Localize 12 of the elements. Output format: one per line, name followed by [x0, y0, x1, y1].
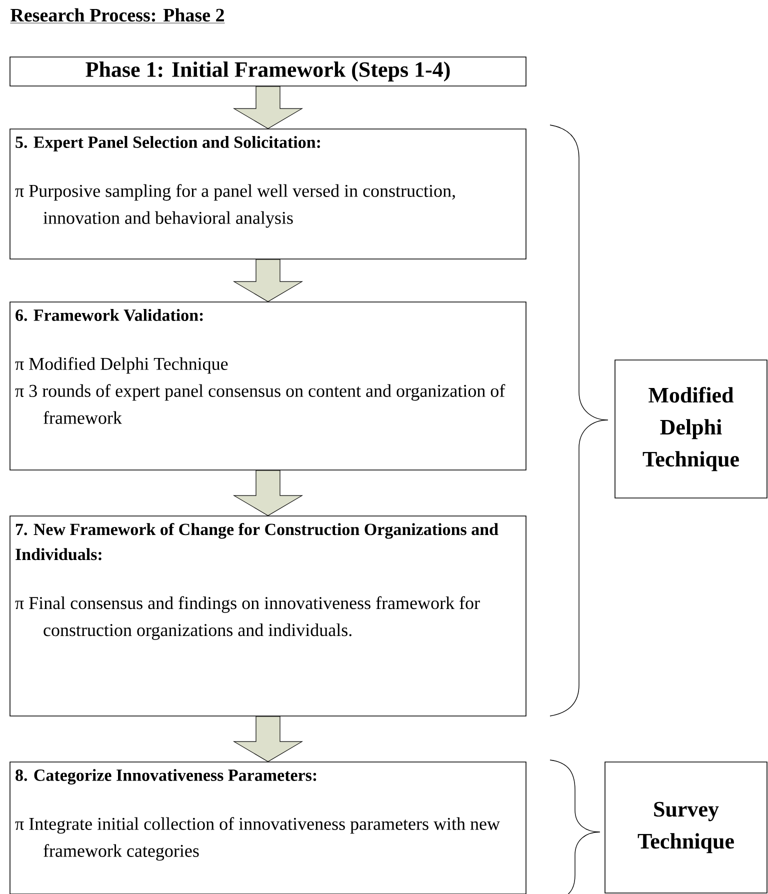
block-arrow: [232, 86, 304, 129]
title: Research Process: Phase 2: [10, 8, 225, 24]
step-box: 5. Expert Panel Selection and Solicitation: π Purposive sampling for a panel well versed in construction, innovation and behavioral analysis: [10, 128, 526, 260]
technique-box: Modified Delphi Technique: [614, 360, 768, 498]
block-arrow: [232, 470, 304, 516]
step-box: 8. Categorize Innovativeness Parameters: π Integrate initial collection of innovativeness parameters with new framework categories: [10, 762, 526, 894]
block-arrow: [232, 716, 304, 762]
step-box: 6. Framework Validation: π Modified Delphi Technique π 3 rounds of expert panel consensus on content and organization of framework: [10, 302, 526, 470]
step-box: 7. New Framework of Change for Construction Organizations and Individuals: π Final consensus and findings on innovativeness framework for construction organizations and individuals.: [10, 516, 526, 716]
block-arrow: [232, 259, 304, 302]
phase-box: Phase 1: Initial Framework (Steps 1-4): [10, 56, 526, 86]
technique-box: Survey Technique: [604, 762, 768, 894]
